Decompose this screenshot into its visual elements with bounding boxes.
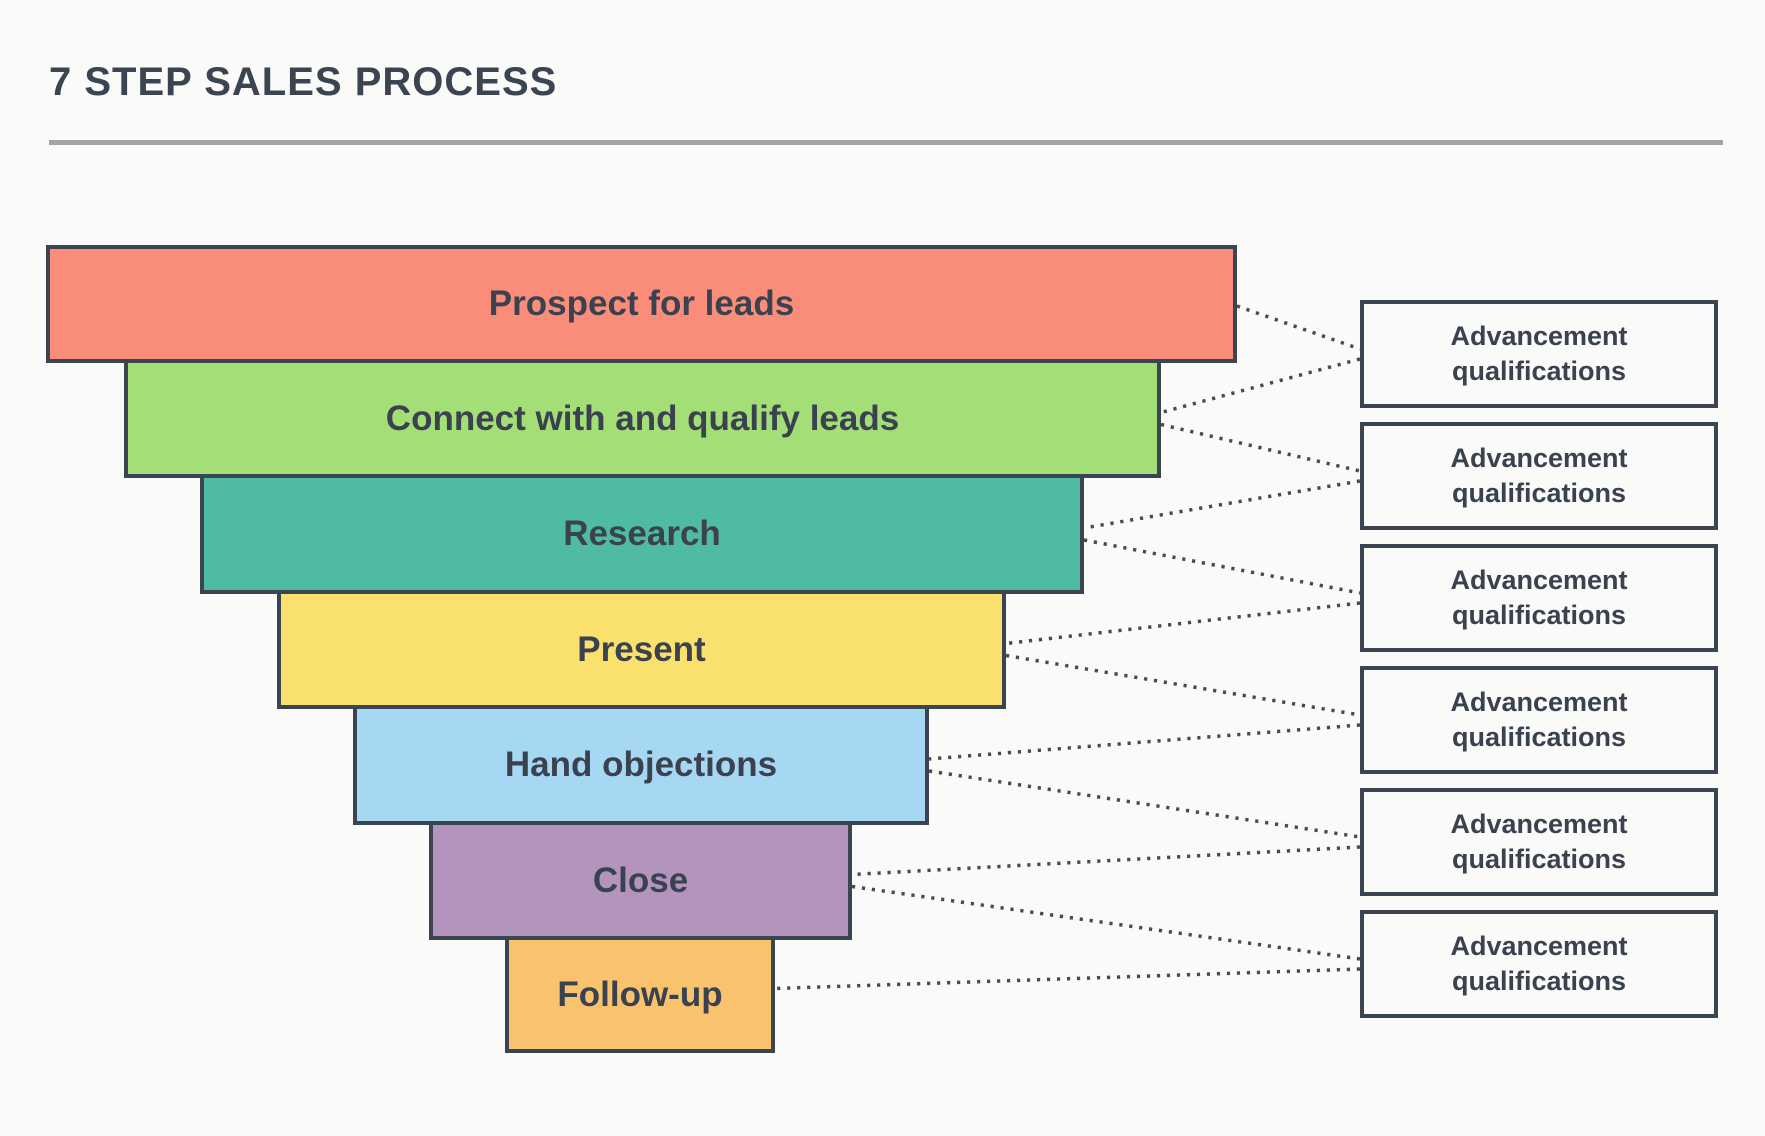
funnel-step-label: Prospect for leads [488,284,795,323]
qualification-label-line: Advancement [1450,321,1628,352]
connector-line [851,884,1361,961]
connector-line [774,967,1361,991]
qualification-label-line: qualifications [1451,478,1627,508]
connector-line [1160,422,1361,473]
qualification-label-line: qualifications [1451,356,1627,386]
funnel-step-label: Close [592,860,689,900]
connector-line [1236,304,1361,351]
advancement-qualifications-box-3: Advancement qualifications [1360,544,1718,652]
funnel-step-2: Connect with and qualify leads [124,359,1161,478]
funnel-step-1: Prospect for leads [46,245,1237,363]
funnel-step-5: Hand objections [353,705,929,825]
qualification-label-line: qualifications [1451,844,1627,874]
page-title: 7 STEP SALES PROCESS [49,60,558,104]
qualification-label-line: qualifications [1451,966,1627,996]
connector-line [1083,538,1361,595]
funnel-step-label: Hand objections [504,745,778,784]
title-divider [49,140,1723,145]
qualification-label-line: qualifications [1451,722,1627,752]
connector-line [1005,653,1361,717]
funnel-step-label: Research [563,514,721,553]
funnel-step-7: Follow-up [505,936,775,1053]
advancement-qualifications-box-1: Advancement qualifications [1360,300,1718,408]
connector-line [928,723,1361,761]
qualification-label-line: Advancement [1450,443,1628,474]
connector-line [851,845,1361,877]
funnel-step-3: Research [200,474,1084,594]
advancement-qualifications-box-5: Advancement qualifications [1360,788,1718,896]
qualification-label-line: qualifications [1451,600,1627,630]
qualification-label-line: Advancement [1450,565,1628,596]
advancement-qualifications-box-6: Advancement qualifications [1360,910,1718,1018]
qualification-label-line: Advancement [1450,687,1628,718]
connector-line [1160,357,1361,415]
funnel-step-6: Close [429,821,852,940]
connector-line [1005,601,1361,646]
qualification-label-line: Advancement [1450,809,1628,840]
funnel-step-label: Connect with and qualify leads [385,398,900,438]
connector-line [928,769,1361,839]
qualification-label-line: Advancement [1450,931,1628,962]
funnel-step-4: Present [277,590,1006,709]
connector-line [1083,479,1361,530]
funnel-step-label: Follow-up [557,974,723,1014]
funnel-step-label: Present [577,629,706,669]
advancement-qualifications-box-2: Advancement qualifications [1360,422,1718,530]
advancement-qualifications-box-4: Advancement qualifications [1360,666,1718,774]
